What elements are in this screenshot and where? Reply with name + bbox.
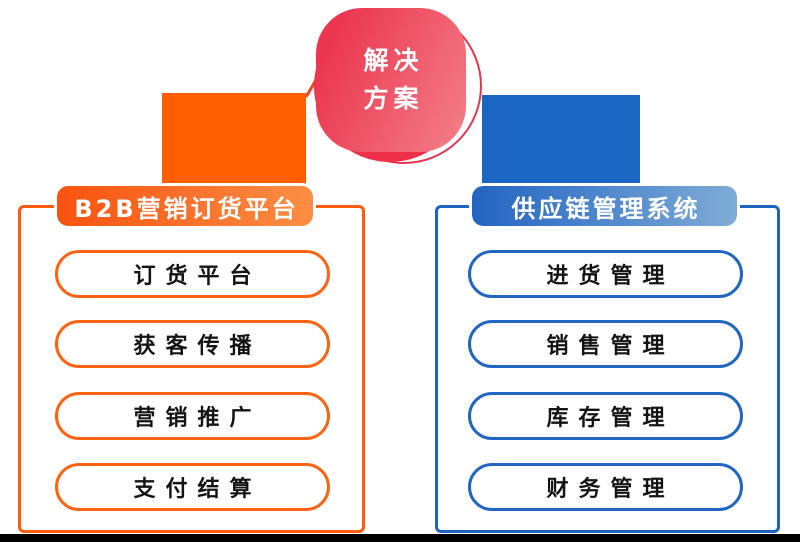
solution-badge-line2: 方案 — [363, 84, 424, 113]
right-item-sales-management: 销售管理 — [468, 320, 743, 368]
item-label: 进货管理 — [546, 264, 675, 289]
left-item-customer-acquisition: 获客传播 — [55, 320, 330, 368]
item-label: 销售管理 — [546, 334, 675, 359]
right-branch-stub — [482, 95, 640, 188]
left-branch-stub — [162, 93, 306, 188]
right-panel-title-label: 供应链管理系统 — [511, 194, 701, 223]
left-item-payment-settlement: 支付结算 — [55, 463, 330, 511]
left-item-marketing-promotion: 营销推广 — [55, 392, 330, 440]
item-label: 支付结算 — [133, 477, 262, 502]
item-label: 获客传播 — [133, 334, 262, 359]
item-label: 营销推广 — [133, 406, 262, 431]
solution-badge-line1: 解决 — [363, 46, 424, 75]
right-item-finance-management: 财务管理 — [468, 463, 743, 511]
right-item-purchase-management: 进货管理 — [468, 250, 743, 298]
right-panel-title: 供应链管理系统 — [469, 183, 740, 229]
left-panel-title-label: B2B营销订货平台 — [74, 194, 299, 223]
left-item-ordering-platform: 订货平台 — [55, 250, 330, 298]
solution-badge: 解决 方案 — [316, 8, 466, 152]
item-label: 库存管理 — [546, 406, 675, 431]
item-label: 财务管理 — [546, 477, 675, 502]
right-item-inventory-management: 库存管理 — [468, 392, 743, 440]
item-label: 订货平台 — [133, 264, 262, 289]
left-panel-title: B2B营销订货平台 — [54, 183, 316, 229]
bottom-dark-strip — [0, 534, 800, 542]
